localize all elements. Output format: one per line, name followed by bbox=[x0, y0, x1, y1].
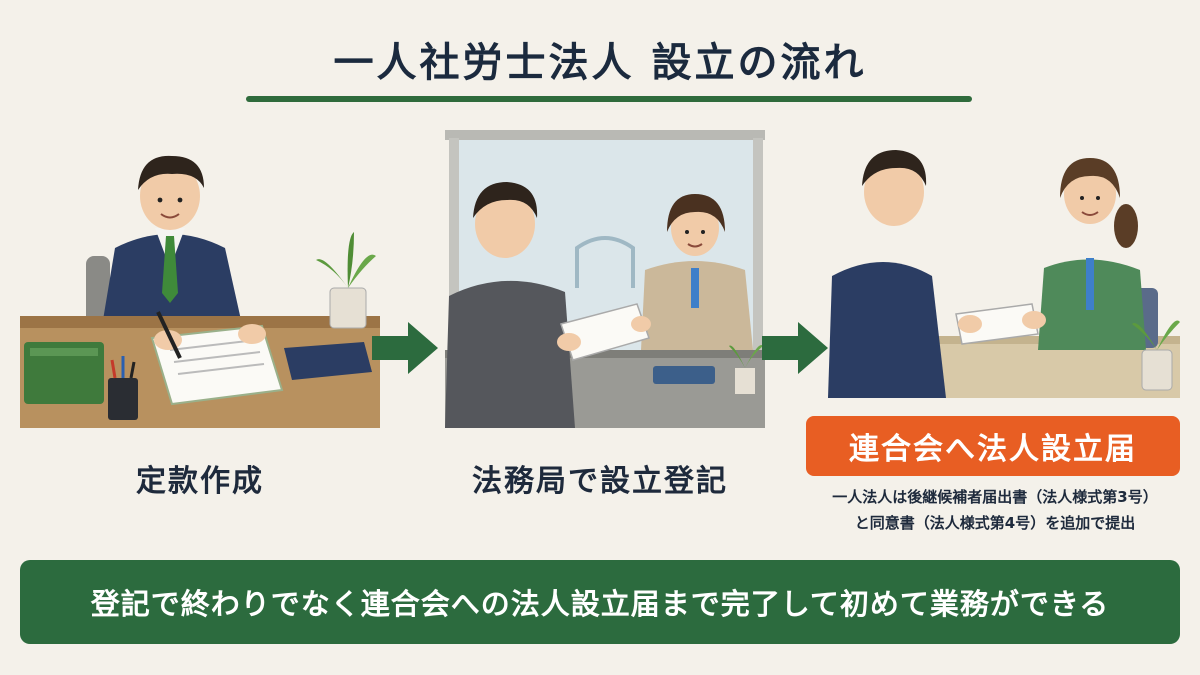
page-title: 一人社労士法人 設立の流れ bbox=[333, 40, 867, 86]
note-line-2: と同意書（法人様式第4号）を追加で提出 bbox=[854, 514, 1136, 532]
illustration-drafting-articles bbox=[20, 128, 380, 428]
step-label-articles: 定款作成 bbox=[136, 464, 264, 499]
summary-banner-text: 登記で終わりでなく連合会への法人設立届まで完了して初めて業務ができる bbox=[90, 587, 1110, 621]
note-line-1: 一人法人は後継候補者届出書（法人様式第3号） bbox=[832, 488, 1158, 506]
summary-banner: 登記で終わりでなく連合会への法人設立届まで完了して初めて業務ができる bbox=[20, 560, 1180, 644]
illustration-federation-submission bbox=[828, 128, 1180, 398]
step-label-federation-notice: 連合会へ法人設立届 bbox=[849, 432, 1137, 467]
step-3-highlight-box: 連合会へ法人設立届 bbox=[806, 416, 1180, 476]
step-label-registration: 法務局で設立登記 bbox=[472, 464, 728, 499]
arrow-right-icon bbox=[762, 318, 830, 378]
arrow-right-icon bbox=[372, 318, 440, 378]
step-3-note: 一人法人は後継候補者届出書（法人様式第3号） と同意書（法人様式第4号）を追加で… bbox=[800, 484, 1190, 536]
title-underline bbox=[246, 96, 972, 102]
illustration-registration-counter bbox=[445, 128, 765, 428]
